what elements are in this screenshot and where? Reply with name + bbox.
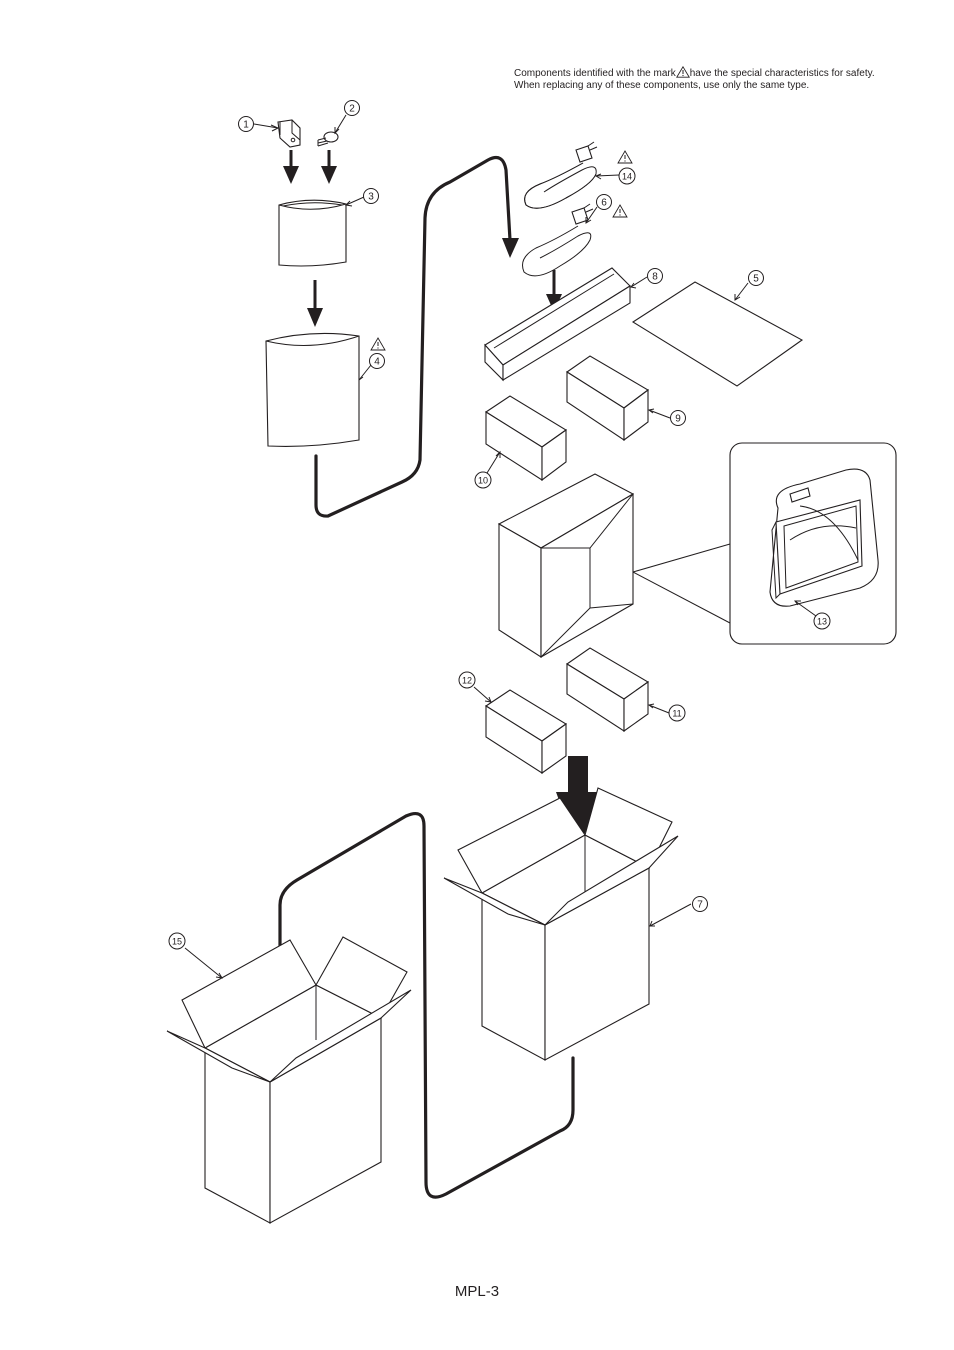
part-7-inner-carton: [443, 787, 679, 1061]
callout-5-label: 5: [753, 274, 759, 285]
callout-10-label: 10: [478, 476, 488, 486]
callout-3: 3: [363, 188, 379, 204]
arrow-bag-to-bag: [307, 280, 323, 327]
callout-2-label: 2: [349, 104, 355, 115]
arrow-into-carton: [556, 756, 600, 852]
callout-6: 6: [596, 194, 612, 210]
safety-note: Components identified with the mark have …: [514, 66, 875, 92]
warning-triangle-icon: [675, 66, 690, 78]
part-5-sheet: [631, 281, 804, 387]
warning-triangle-icon: [612, 204, 628, 218]
callout-2: 2: [344, 100, 360, 116]
callout-4: 4: [369, 353, 385, 369]
part-3-small-bag: [278, 199, 347, 267]
part-9-cushion-block: [566, 355, 649, 442]
arrow-parts-to-bag: [283, 150, 337, 184]
flow-line-upper: [314, 156, 512, 518]
part-8-long-tray: [484, 267, 631, 382]
flow-line-lower: [278, 812, 575, 1199]
safety-note-line1-end: have the special characteristics for saf…: [689, 68, 875, 79]
callout-13-label: 13: [817, 617, 827, 627]
callout-1-label: 1: [243, 120, 249, 131]
part-2-screw: [317, 131, 339, 147]
callout-12-label: 12: [462, 676, 472, 686]
callout-6-label: 6: [601, 198, 607, 209]
callout-14: 14: [618, 167, 636, 185]
callout-1: 1: [238, 116, 254, 132]
callout-9: 9: [670, 410, 686, 426]
leader-lines: [184, 114, 817, 979]
part-11-cushion-block: [565, 647, 650, 733]
callout-7: 7: [692, 896, 708, 912]
callout-15: 15: [168, 932, 186, 950]
callout-3-label: 3: [368, 192, 374, 203]
warning-triangle-icon: [617, 150, 633, 164]
callout-8: 8: [647, 268, 663, 284]
part-1-bracket: [277, 119, 301, 148]
warning-triangle-icon: [370, 337, 386, 351]
callout-10: 10: [474, 471, 492, 489]
page-number: MPL-3: [454, 1283, 500, 1300]
callout-4-label: 4: [374, 357, 380, 368]
safety-note-line1-start: Components identified with the mark: [514, 68, 676, 79]
inset-detail-panel: [729, 442, 897, 645]
callout-15-label: 15: [172, 937, 182, 947]
callout-8-label: 8: [652, 272, 658, 283]
callout-12: 12: [458, 671, 476, 689]
part-14-power-cord: [524, 141, 598, 209]
callout-7-label: 7: [697, 900, 703, 911]
callout-13: 13: [813, 612, 831, 630]
callout-11-label: 11: [672, 709, 681, 719]
callout-9-label: 9: [675, 414, 681, 425]
part-15-outer-carton: [166, 936, 412, 1224]
callout-11: 11: [668, 704, 686, 722]
callout-5: 5: [748, 270, 764, 286]
part-12-cushion-block: [484, 689, 568, 775]
part-13-wrapped-unit: [497, 473, 731, 659]
safety-note-line2: When replacing any of these components, …: [514, 80, 810, 91]
callout-14-label: 14: [622, 172, 632, 182]
part-10-cushion-block: [484, 395, 568, 482]
part-4-large-bag: [265, 332, 360, 447]
